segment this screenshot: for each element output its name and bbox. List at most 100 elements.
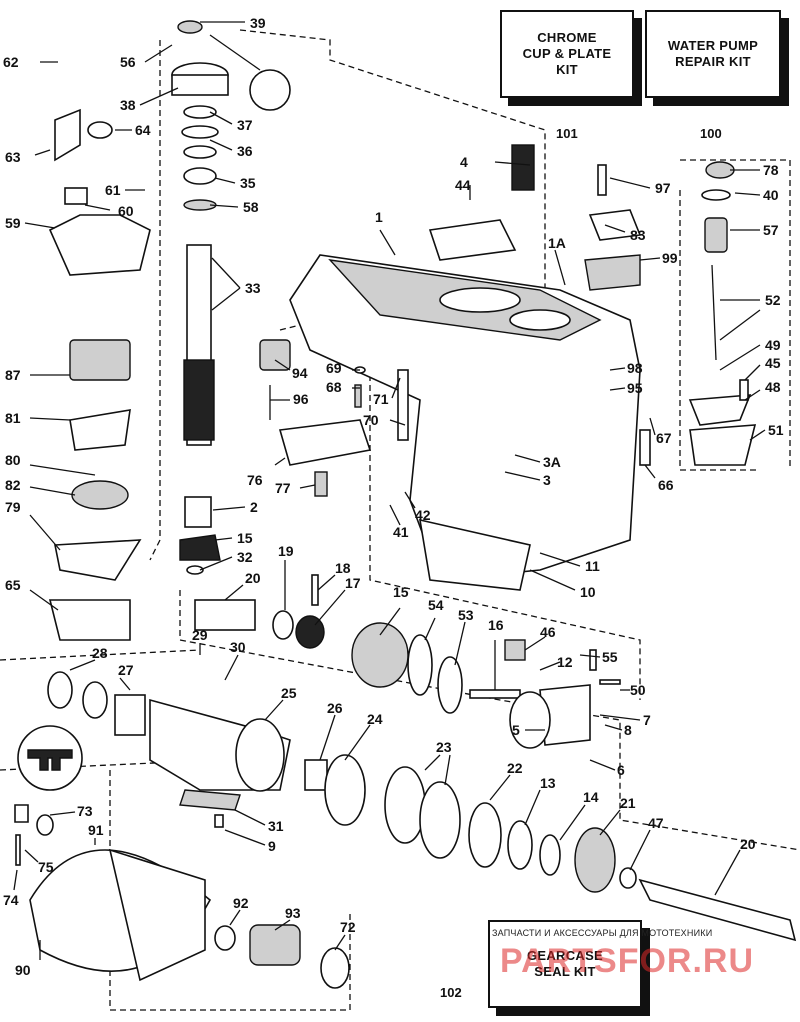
callout-44: 44 bbox=[455, 177, 471, 193]
callout-73: 73 bbox=[77, 803, 93, 819]
callout-32: 32 bbox=[237, 549, 253, 565]
callout-24: 24 bbox=[367, 711, 383, 727]
callout-60: 60 bbox=[118, 203, 134, 219]
callout-99: 99 bbox=[662, 250, 678, 266]
watermark-logo: PARTSFOR.RU bbox=[500, 942, 755, 980]
callout-11: 11 bbox=[585, 558, 600, 574]
chrome-kit-number: 101 bbox=[556, 126, 578, 141]
callout-51: 51 bbox=[768, 422, 784, 438]
callout-75: 75 bbox=[38, 859, 54, 875]
callout-8: 8 bbox=[624, 722, 632, 738]
callout-52: 52 bbox=[765, 292, 781, 308]
callout-38: 38 bbox=[120, 97, 136, 113]
callout-4: 4 bbox=[460, 154, 468, 170]
callout-21: 21 bbox=[620, 795, 636, 811]
callout-46: 46 bbox=[540, 624, 556, 640]
callout-93: 93 bbox=[285, 905, 301, 921]
callout-82: 82 bbox=[5, 477, 21, 493]
callout-70: 70 bbox=[363, 412, 379, 428]
callout-3: 3 bbox=[543, 472, 551, 488]
callout-2: 2 bbox=[250, 499, 258, 515]
callout-49: 49 bbox=[765, 337, 781, 353]
watermark-tagline: ЗАПЧАСТИ И АКСЕССУАРЫ ДЛЯ МОТОТЕХНИКИ bbox=[492, 928, 713, 938]
water-pump-repair-kit-box: WATER PUMP REPAIR KIT bbox=[645, 10, 781, 98]
callout-35: 35 bbox=[240, 175, 256, 191]
right-parts bbox=[428, 144, 757, 466]
callout-18: 18 bbox=[335, 560, 351, 576]
drive-shaft-group bbox=[179, 244, 221, 575]
callout-72: 72 bbox=[340, 919, 356, 935]
callout-59: 59 bbox=[5, 215, 21, 231]
callout-90: 90 bbox=[15, 962, 31, 978]
callout-77: 77 bbox=[275, 480, 291, 496]
water-pump-kit-number: 100 bbox=[700, 126, 722, 141]
callout-54: 54 bbox=[428, 597, 444, 613]
callout-97: 97 bbox=[655, 180, 671, 196]
callout-22: 22 bbox=[507, 760, 523, 776]
callout-16: 16 bbox=[488, 617, 504, 633]
callout-55: 55 bbox=[602, 649, 618, 665]
callout-15b: 15 bbox=[393, 584, 409, 600]
callout-53: 53 bbox=[458, 607, 474, 623]
lower-gear-train bbox=[14, 574, 797, 989]
callout-48: 48 bbox=[765, 379, 781, 395]
callout-labels: 39 62 56 38 37 64 36 63 35 61 60 58 59 3… bbox=[3, 15, 784, 978]
callout-27: 27 bbox=[118, 662, 134, 678]
callout-76: 76 bbox=[247, 472, 263, 488]
callout-57: 57 bbox=[763, 222, 779, 238]
callout-50: 50 bbox=[630, 682, 646, 698]
callout-64: 64 bbox=[135, 122, 151, 138]
callout-87: 87 bbox=[5, 367, 21, 383]
callout-74: 74 bbox=[3, 892, 19, 908]
center-parts bbox=[259, 339, 409, 497]
callout-92: 92 bbox=[233, 895, 249, 911]
callout-36: 36 bbox=[237, 143, 253, 159]
callout-7: 7 bbox=[643, 712, 651, 728]
callout-6: 6 bbox=[617, 762, 625, 778]
callout-96: 96 bbox=[293, 391, 309, 407]
callout-14: 14 bbox=[583, 789, 599, 805]
callout-15: 15 bbox=[237, 530, 253, 546]
callout-20: 20 bbox=[245, 570, 261, 586]
callout-39: 39 bbox=[250, 15, 266, 31]
callout-10: 10 bbox=[580, 584, 596, 600]
callout-45: 45 bbox=[765, 355, 781, 371]
callout-78: 78 bbox=[763, 162, 779, 178]
callout-83: 83 bbox=[630, 227, 646, 243]
callout-68: 68 bbox=[326, 379, 342, 395]
callout-9: 9 bbox=[268, 838, 276, 854]
callout-58: 58 bbox=[243, 199, 259, 215]
callout-91: 91 bbox=[88, 822, 104, 838]
callout-61: 61 bbox=[105, 182, 121, 198]
callout-65: 65 bbox=[5, 577, 21, 593]
callout-26: 26 bbox=[327, 700, 343, 716]
assembly-outline-lines bbox=[0, 29, 800, 1011]
callout-41: 41 bbox=[393, 524, 409, 540]
callout-63: 63 bbox=[5, 149, 21, 165]
callout-19: 19 bbox=[278, 543, 294, 559]
callout-79: 79 bbox=[5, 499, 21, 515]
callout-17: 17 bbox=[345, 575, 361, 591]
callout-94: 94 bbox=[292, 365, 308, 381]
callout-66: 66 bbox=[658, 477, 674, 493]
callout-29: 29 bbox=[192, 627, 208, 643]
callout-31: 31 bbox=[268, 818, 284, 834]
callout-12: 12 bbox=[557, 654, 573, 670]
callout-67: 67 bbox=[656, 430, 672, 446]
water-pump-group bbox=[48, 20, 229, 641]
callout-62: 62 bbox=[3, 54, 19, 70]
callout-56: 56 bbox=[120, 54, 136, 70]
callout-13: 13 bbox=[540, 775, 556, 791]
callout-3A: 3A bbox=[543, 454, 561, 470]
callout-23: 23 bbox=[436, 739, 452, 755]
gearcase-seal-kit-box: GEARCASE SEAL KIT bbox=[488, 920, 642, 1008]
callout-25: 25 bbox=[281, 685, 297, 701]
callout-95: 95 bbox=[627, 380, 643, 396]
callout-1: 1 bbox=[375, 209, 383, 225]
callout-71: 71 bbox=[373, 391, 389, 407]
callout-42: 42 bbox=[415, 507, 431, 523]
gearcase-housing bbox=[289, 254, 641, 591]
chrome-cup-plate-kit-box: CHROME CUP & PLATE KIT bbox=[500, 10, 634, 98]
callout-69: 69 bbox=[326, 360, 342, 376]
